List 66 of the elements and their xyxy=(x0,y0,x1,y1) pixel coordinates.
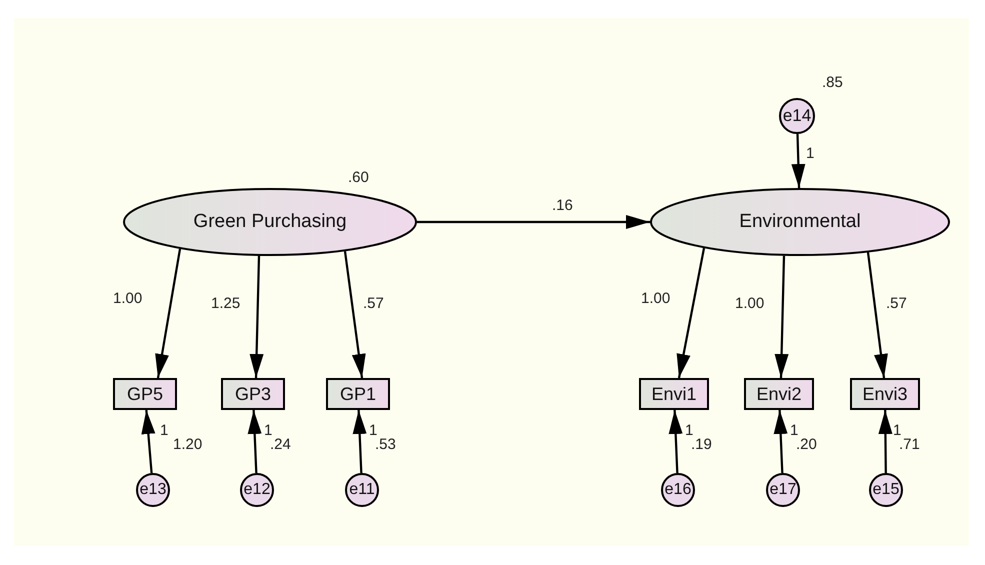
observed-variable-box xyxy=(326,378,390,410)
variable-name: Envi2 xyxy=(756,384,802,404)
edge-label: 1.00 xyxy=(113,291,142,306)
observed-variable-box xyxy=(639,378,709,410)
variance-value: .53 xyxy=(375,437,396,452)
variable-name: Envi1 xyxy=(651,384,697,404)
latent-variable-ellipse xyxy=(123,188,417,256)
edge-label: 1 xyxy=(790,423,798,438)
arrow xyxy=(344,251,366,378)
variable-name: e15 xyxy=(872,481,900,499)
arrow xyxy=(774,256,789,378)
variance-value: .19 xyxy=(691,437,712,452)
variable-name: GP3 xyxy=(234,384,272,404)
error-term-circle xyxy=(779,98,815,134)
variable-name: e17 xyxy=(770,481,796,499)
edge-label: 1 xyxy=(160,423,168,438)
variable-name: e11 xyxy=(349,481,375,499)
edge-label: 1 xyxy=(806,146,814,161)
edge-label: 1.00 xyxy=(641,291,670,306)
arrow xyxy=(791,134,806,188)
variable-name: e16 xyxy=(664,481,692,499)
arrow xyxy=(352,410,367,474)
variance-value: .85 xyxy=(822,75,843,90)
arrow xyxy=(774,410,788,474)
edge-label: .57 xyxy=(363,296,384,311)
variable-name: e13 xyxy=(140,481,166,499)
error-term-circle xyxy=(240,473,274,507)
arrow xyxy=(155,248,182,378)
variable-name: GP5 xyxy=(126,384,164,404)
arrow xyxy=(250,256,264,378)
variable-name: Envi3 xyxy=(862,384,908,404)
edge-label: 1 xyxy=(685,423,694,438)
edge-label: .57 xyxy=(886,296,907,311)
observed-variable-box xyxy=(113,378,177,410)
error-term-circle xyxy=(661,473,695,507)
arrow xyxy=(866,252,888,378)
error-term-circle xyxy=(766,473,800,507)
arrow xyxy=(676,248,706,378)
edge-label: 1.00 xyxy=(735,296,764,311)
variance-value: .24 xyxy=(270,437,291,452)
edge-label: 1 xyxy=(264,423,272,438)
error-term-circle xyxy=(136,473,170,507)
variance-value: .20 xyxy=(796,437,817,452)
edge-label: 1 xyxy=(893,423,902,438)
error-term-circle xyxy=(345,473,379,507)
observed-variable-box xyxy=(850,378,920,410)
arrow xyxy=(141,410,156,474)
variance-value: .60 xyxy=(348,170,369,185)
observed-variable-box xyxy=(221,378,285,410)
arrow xyxy=(878,410,892,474)
arrow xyxy=(248,410,262,474)
variable-name: GP1 xyxy=(340,384,376,404)
edge-label: 1.25 xyxy=(211,296,240,311)
edge-label: 1 xyxy=(369,423,378,438)
latent-variable-ellipse xyxy=(650,188,950,256)
variable-name: e12 xyxy=(244,481,270,499)
variable-name: e14 xyxy=(782,106,812,126)
edge-label: .16 xyxy=(552,198,573,213)
variance-value: 1.20 xyxy=(173,437,202,452)
arrow xyxy=(417,215,650,229)
variable-name: Environmental xyxy=(739,211,861,233)
variable-name: Green Purchasing xyxy=(193,211,347,233)
observed-variable-box xyxy=(744,378,814,410)
arrow xyxy=(668,410,683,474)
variance-value: .71 xyxy=(899,437,920,452)
error-term-circle xyxy=(869,473,903,507)
